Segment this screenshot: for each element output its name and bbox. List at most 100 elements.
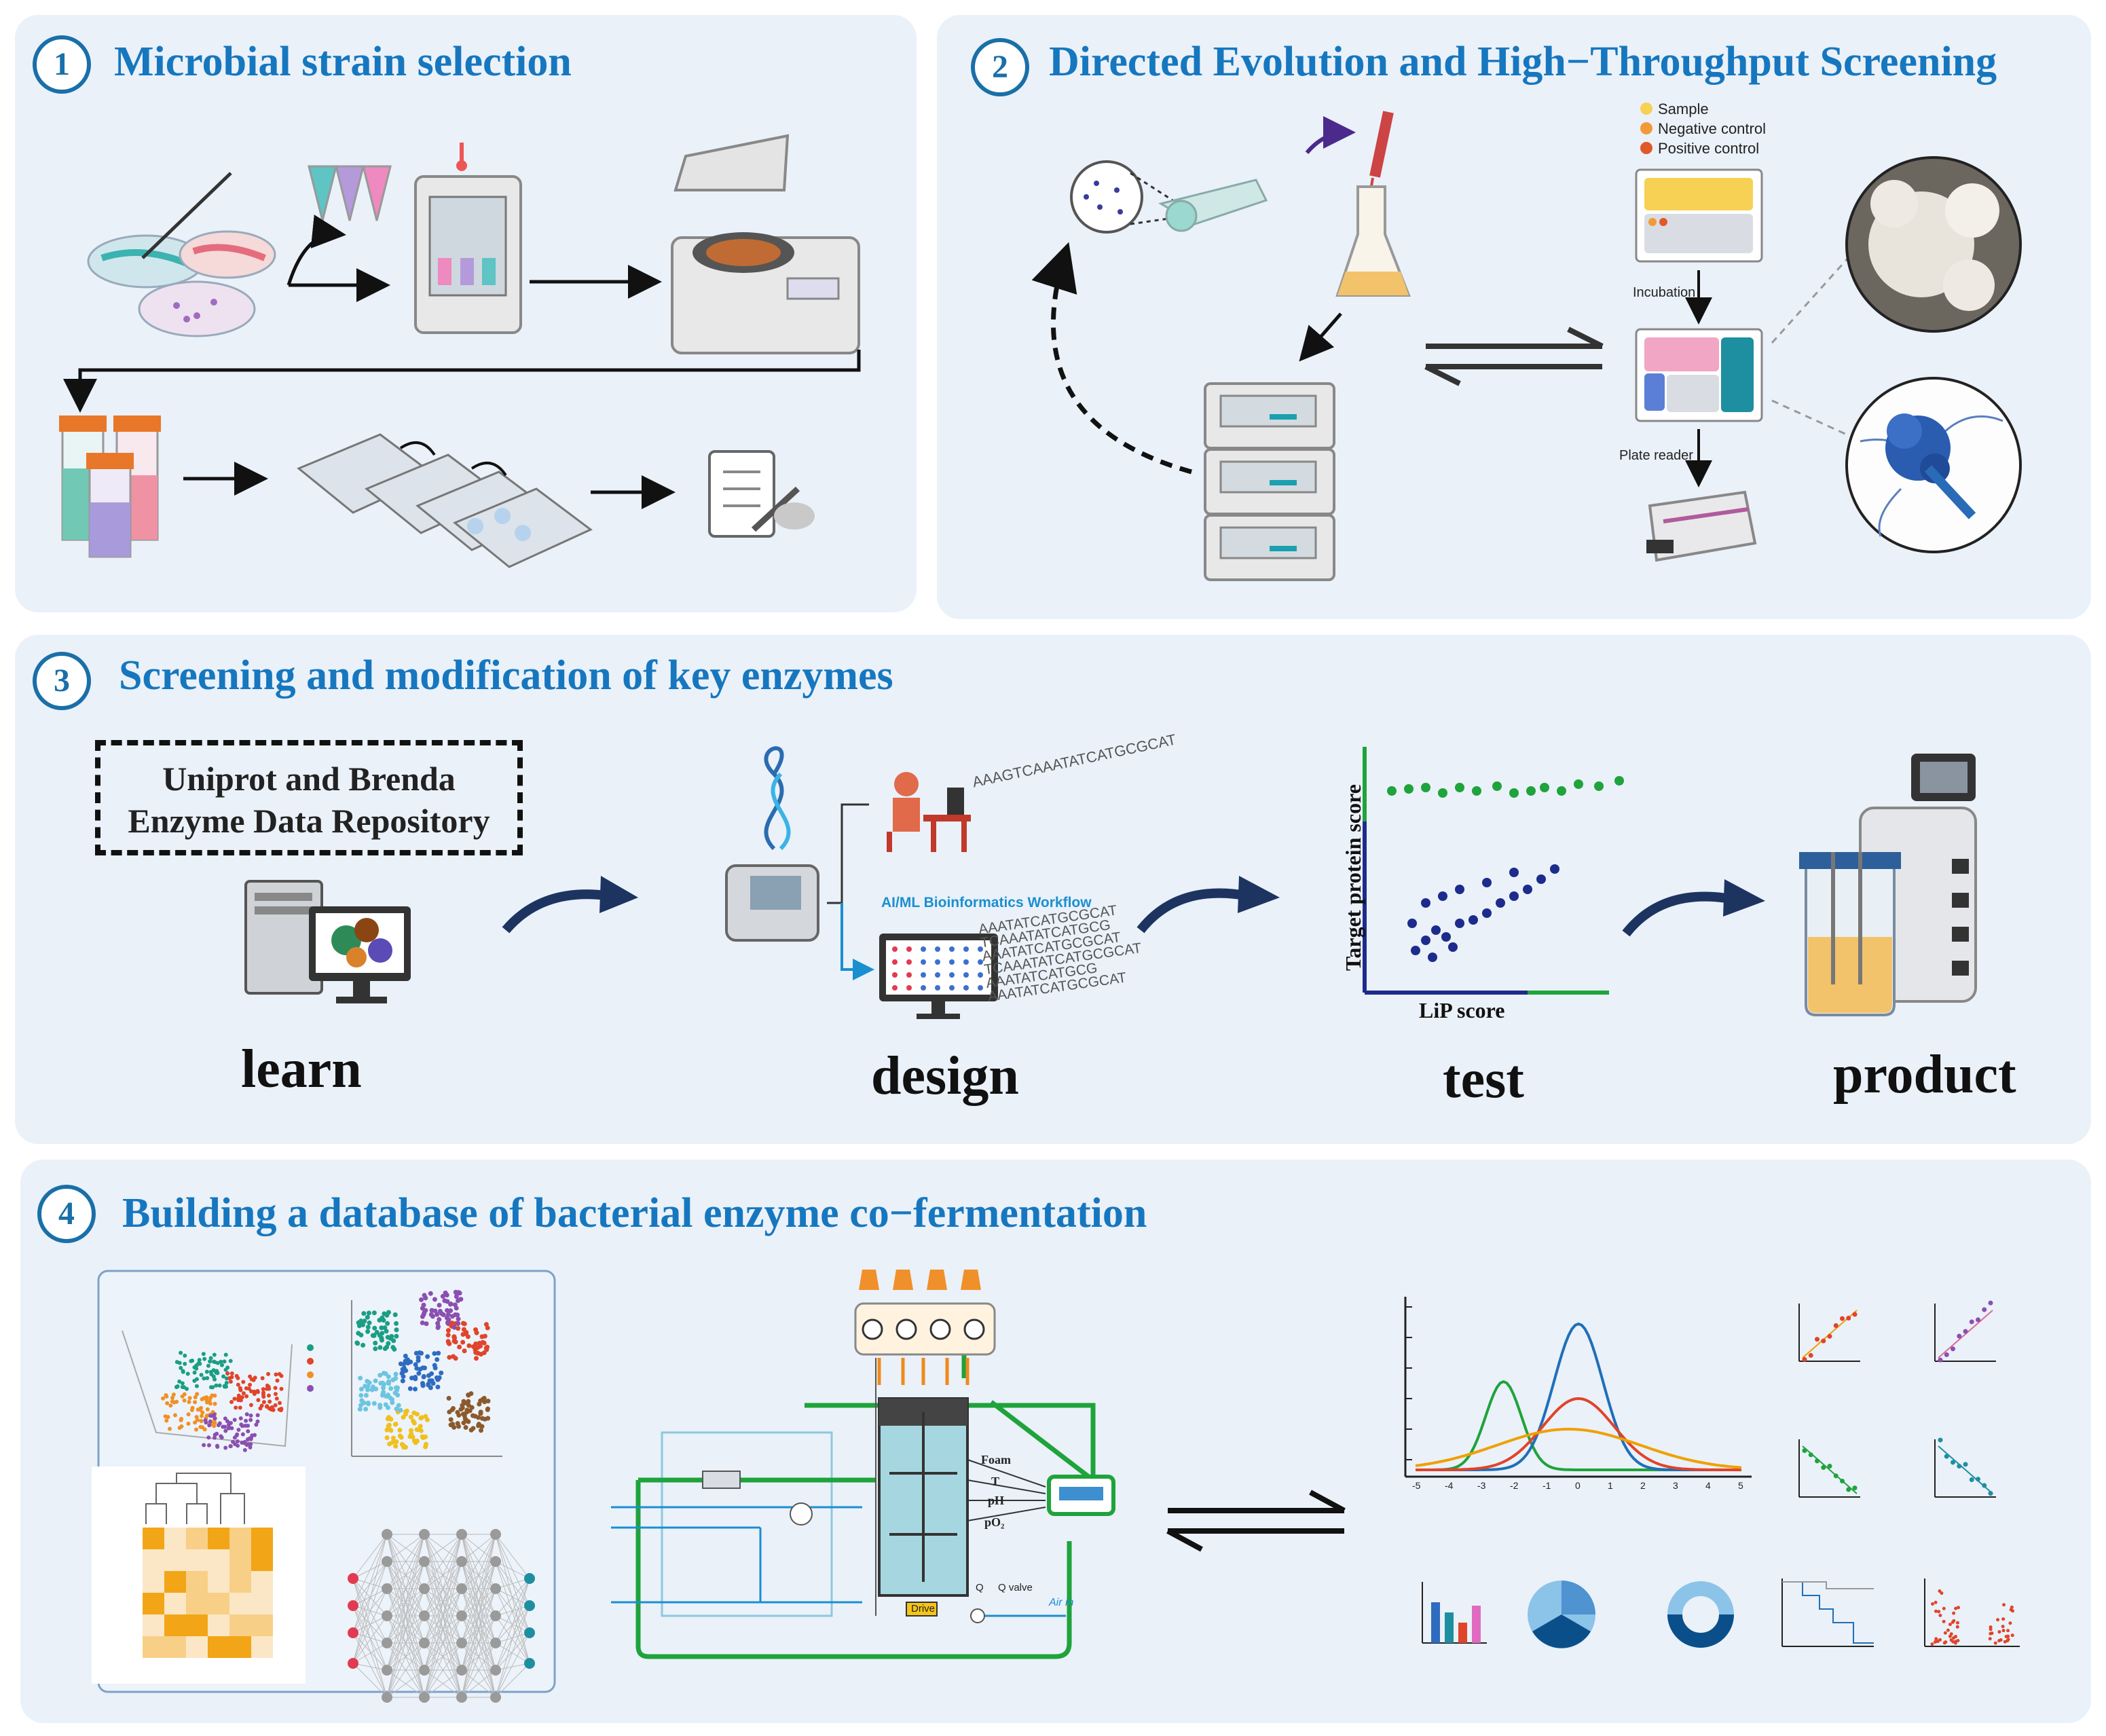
nn-node (524, 1627, 535, 1638)
mini-volcano-point (1944, 1640, 1948, 1644)
cluster-point (222, 1384, 227, 1389)
nn-edge (495, 1578, 530, 1617)
nn-edge (495, 1615, 530, 1664)
test-point-green (1509, 788, 1519, 798)
heatmap-cell (164, 1528, 186, 1549)
legend-positive-control: Positive control (1658, 140, 1760, 157)
tsne-point (394, 1333, 399, 1339)
cluster-point (273, 1392, 278, 1397)
cluster-point (238, 1416, 243, 1421)
tsne-point (365, 1325, 371, 1330)
plate-reader-label: Plate reader (1619, 448, 1693, 463)
nn-node (524, 1658, 535, 1669)
cluster-point (261, 1400, 266, 1405)
tsne-point (421, 1373, 426, 1379)
mini-point (1827, 1463, 1832, 1469)
repository-line-2: Enzyme Data Repository (128, 802, 490, 840)
mini-pie-slice (1562, 1581, 1595, 1614)
cluster-point (205, 1407, 210, 1411)
dist-x-tick: -5 (1412, 1480, 1421, 1491)
nn-edge (461, 1534, 496, 1698)
panel-3-title: Screening and modification of key enzyme… (119, 652, 893, 699)
tsne-point (373, 1346, 378, 1352)
cluster-point (199, 1414, 204, 1418)
cluster-point (255, 1419, 260, 1424)
tsne-point (466, 1343, 472, 1348)
tsne-point (461, 1420, 466, 1426)
cluster-point (223, 1424, 227, 1429)
tsne-point (478, 1411, 483, 1416)
cluster-point (177, 1379, 182, 1384)
heatmap-cell (143, 1614, 164, 1636)
step-learn: learn (241, 1039, 362, 1099)
cluster-point (208, 1369, 213, 1374)
cluster-point (187, 1399, 191, 1404)
nn-node (490, 1529, 501, 1540)
heatmap-cell (229, 1593, 251, 1614)
mini-point (1833, 1323, 1839, 1328)
mini-charts (1422, 1300, 2020, 1648)
cluster-point (185, 1371, 190, 1376)
q-valve-label: Q valve (998, 1582, 1033, 1593)
mini-point (1938, 1357, 1943, 1363)
tsne-point (428, 1385, 433, 1390)
mini-point (1982, 1307, 1987, 1312)
tsne-point (367, 1320, 372, 1325)
cluster-point (175, 1384, 180, 1389)
mini-volcano-point (1957, 1606, 1961, 1610)
cluster-point (248, 1382, 253, 1387)
tsne-point (414, 1427, 420, 1433)
heatmap-cell (143, 1571, 164, 1593)
monitor-dot (892, 959, 898, 965)
panel-4-number: 4 (37, 1185, 96, 1243)
nn-edge (495, 1534, 530, 1579)
step-test: test (1443, 1050, 1524, 1109)
tsne-point (381, 1385, 386, 1390)
test-point-blue (1421, 898, 1430, 908)
tsne-point (473, 1341, 479, 1346)
tsne-point (387, 1441, 392, 1447)
tsne-point (400, 1378, 405, 1384)
nn-edge (352, 1588, 388, 1633)
cluster-point (256, 1398, 261, 1403)
tsne-point (470, 1413, 475, 1418)
nn-edge (461, 1588, 496, 1698)
tsne-point (451, 1354, 456, 1359)
cluster-point (181, 1369, 185, 1373)
nn-edge (495, 1605, 530, 1698)
mini-point (1982, 1483, 1987, 1488)
repository-line-1: Uniprot and Brenda (162, 760, 456, 798)
nn-edge (352, 1642, 388, 1664)
cluster-point (241, 1380, 246, 1384)
cluster-point (228, 1380, 233, 1384)
tsne-point (380, 1390, 386, 1396)
mini-point (1976, 1477, 1980, 1482)
test-point-blue (1441, 932, 1451, 942)
tsne-point (444, 1308, 449, 1313)
dist-x-tick: -3 (1477, 1480, 1486, 1491)
cluster-point (179, 1350, 183, 1355)
nn-node (419, 1665, 430, 1676)
tsne-point (462, 1413, 467, 1418)
nn-edge (386, 1534, 425, 1589)
heatmap-cell (143, 1528, 164, 1549)
nn-edge (386, 1534, 425, 1617)
cluster-point (260, 1375, 265, 1380)
tsne-point (432, 1365, 438, 1371)
cluster-point (215, 1361, 220, 1365)
cluster-point (206, 1443, 211, 1447)
equilibrium-arrows-icon (1424, 327, 1604, 386)
cluster-point (275, 1378, 280, 1383)
nn-edge (495, 1534, 530, 1664)
nn-node (456, 1692, 467, 1703)
tsne-point (476, 1422, 481, 1427)
tsne-point (419, 1297, 424, 1302)
cluster-point (261, 1395, 266, 1399)
nn-edge (424, 1534, 462, 1671)
tsne-point (358, 1403, 363, 1408)
monitor-dot (921, 985, 926, 991)
heatmap-cell (186, 1614, 208, 1636)
mini-point (1976, 1317, 1980, 1323)
nn-edge (424, 1615, 462, 1698)
tsne-point (445, 1332, 451, 1337)
